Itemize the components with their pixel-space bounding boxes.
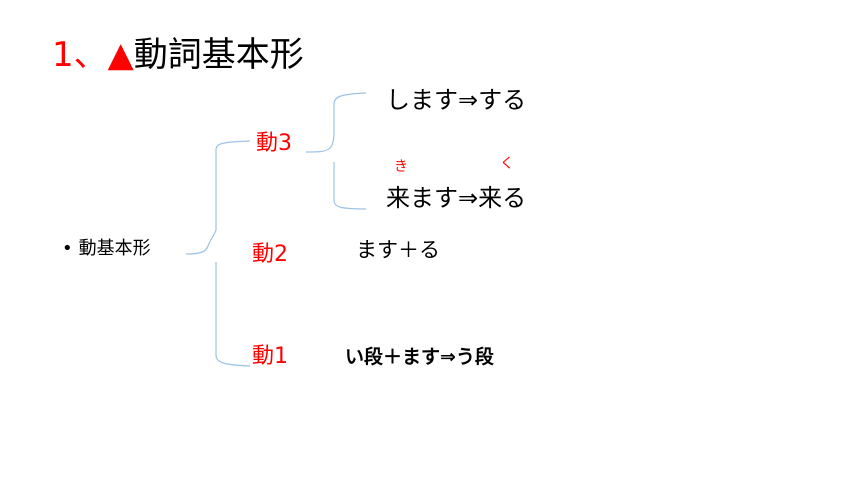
ruby-ki: き: [394, 159, 408, 175]
rule-v3-suru: します⇒する: [386, 88, 526, 112]
arrow-icon: ⇒: [458, 184, 479, 212]
title-text: 動詞基本形: [133, 35, 304, 75]
level-v2-label: 動2: [252, 242, 288, 267]
bullet-dot: •: [62, 238, 73, 259]
rule-v3a-part2: する: [478, 86, 527, 114]
ruby-ku: く: [500, 156, 514, 172]
left-bracket: [185, 140, 251, 367]
level-v3-label: 動3: [256, 131, 292, 156]
rule-v3b-part2: 来る: [478, 184, 527, 212]
title-number: 1、: [52, 35, 108, 75]
bullet-item: •動基本形: [62, 240, 151, 258]
rule-v3-kuru: 来ます⇒来る: [386, 186, 526, 210]
v3-bracket: [305, 92, 367, 210]
rule-v3b-part1: 来ます: [386, 184, 458, 212]
rule-v2: ます＋る: [356, 238, 440, 262]
slide-title: 1、▲動詞基本形: [52, 38, 304, 72]
arrow-icon: ⇒: [458, 86, 479, 114]
rule-v3a-part1: します: [386, 86, 458, 114]
rule-v1: い段＋ます⇒う段: [345, 346, 494, 368]
bullet-label: 動基本形: [78, 238, 151, 259]
triangle-icon: ▲: [107, 35, 134, 75]
level-v1-label: 動1: [252, 344, 288, 369]
